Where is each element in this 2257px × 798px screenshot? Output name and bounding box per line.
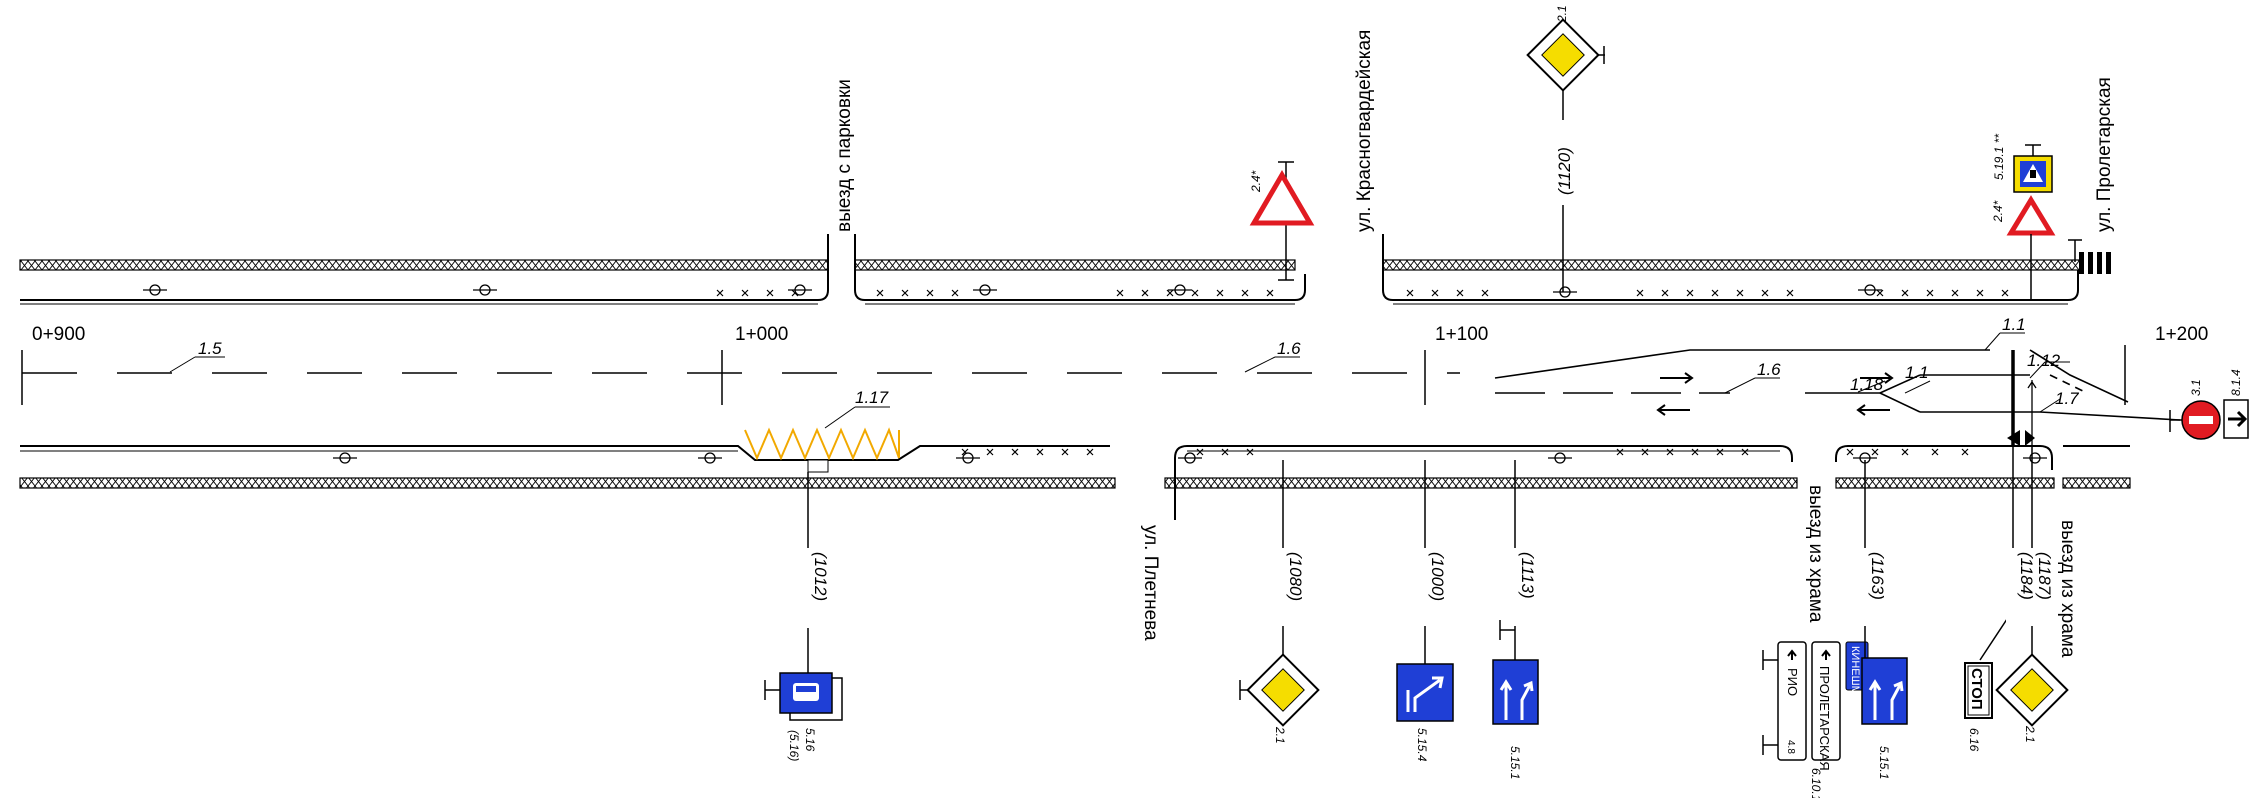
marking-label: 1.7	[2055, 389, 2079, 408]
top-sidewalk	[19, 259, 2084, 271]
zigzag-marking	[744, 427, 900, 473]
marking-label: 1.1	[2002, 315, 2026, 334]
top-lamps	[142, 284, 1883, 298]
sign-code: 2.1	[1273, 726, 1287, 744]
priority-road-sign	[1526, 18, 1605, 292]
direction-sign-text: РИО	[1785, 668, 1800, 696]
sign-code: 8.1.4	[2229, 369, 2243, 396]
picket-label: 0+900	[32, 324, 85, 345]
pedestrian-crossing-marker	[2068, 239, 2111, 274]
marking-label: 1.17	[855, 388, 889, 407]
marking-label: 1.1	[1905, 363, 1929, 382]
stop-line-post	[2007, 380, 2037, 446]
yield-sign	[1249, 161, 1315, 281]
street-name-temple-exit: выезд из храма	[2057, 520, 2078, 658]
picket-label: 1+100	[1435, 324, 1488, 345]
top-fence-marks	[716, 289, 2009, 297]
sign-code: 6.16	[1967, 728, 1981, 752]
sign-code: 5.15.1	[1877, 746, 1891, 779]
sign-code: 5.16	[803, 728, 817, 752]
street-name-krasnogvardeyskaya: ул. Красногвардейская	[1354, 30, 1375, 232]
lane-arrows	[1656, 372, 1894, 416]
marking-label: 1.12	[2027, 351, 2061, 370]
sign-code: 3.1	[2189, 379, 2203, 396]
bottom-lamps	[332, 452, 2048, 464]
picket-lines	[21, 345, 2126, 405]
center-dashed-line	[22, 372, 1730, 394]
marking-label: 1.6	[1277, 339, 1301, 358]
solid-lines	[1494, 349, 2181, 446]
direction-sign-text: КИНЕШМА	[1849, 646, 1861, 703]
sign-code: 6.10.1	[1809, 768, 1823, 798]
bottom-fence-marks	[961, 448, 1969, 456]
marking-label: 1.5	[198, 339, 222, 358]
distance-label: (1187)	[2035, 552, 2054, 600]
marking-leaders	[169, 332, 2070, 429]
lane-direction-sign	[1492, 460, 1539, 725]
street-name-parking-exit: выезд с парковки	[834, 79, 855, 232]
street-name-proletarskaya: ул. Пролетарская	[2094, 77, 2115, 232]
sign-code: 5.15.4	[1415, 728, 1429, 762]
yield-sign-right	[2006, 195, 2056, 300]
direction-indicator-sign	[1762, 641, 1869, 761]
lane-direction-sign	[1858, 460, 1908, 725]
pedestrian-crossing-sign	[2013, 144, 2053, 193]
top-curb	[20, 234, 2079, 305]
sign-code: 2.1	[2023, 725, 2037, 743]
distance-label: (1012)	[811, 552, 830, 601]
priority-road-sign	[1995, 446, 2069, 727]
marking-label: 1.6	[1757, 360, 1781, 379]
sign-code: 2.1	[1555, 5, 1569, 23]
distance-label: (1080)	[1286, 552, 1305, 601]
street-name-pletneva: ул. Плетнева	[1140, 525, 1161, 641]
direction-sign-distance: 4.8	[1785, 740, 1796, 754]
distance-label: (1184)	[2017, 552, 2036, 600]
no-entry-sign	[2169, 399, 2249, 440]
street-name-temple-exit: выезд из храма	[1805, 485, 1826, 623]
direction-sign-text: ПРОЛЕТАРСКАЯ	[1817, 666, 1832, 771]
marking-label: 1.18	[1850, 375, 1884, 394]
sign-code: 5.19.1 **	[1992, 134, 2006, 180]
distance-label: (1120)	[1555, 147, 1574, 195]
sign-code: (5.16)	[787, 730, 801, 761]
priority-road-sign	[1239, 460, 1320, 727]
bus-stop-sign	[764, 472, 843, 721]
stop-line-plate	[1964, 446, 2020, 719]
picket-label: 1+200	[2155, 324, 2208, 345]
sign-code: 2.4*	[1991, 200, 2005, 223]
sign-code: 5.15.1	[1508, 746, 1522, 779]
bottom-sidewalk	[19, 477, 2131, 489]
stop-plate-text: СТОП	[1968, 668, 1985, 710]
distance-label: (1000)	[1428, 552, 1447, 601]
distance-label: (1163)	[1868, 552, 1887, 600]
lane-start-sign	[1396, 460, 1454, 722]
distance-label: (1113)	[1518, 552, 1537, 599]
sign-code: 2.4*	[1249, 170, 1263, 193]
picket-label: 1+000	[735, 324, 788, 345]
